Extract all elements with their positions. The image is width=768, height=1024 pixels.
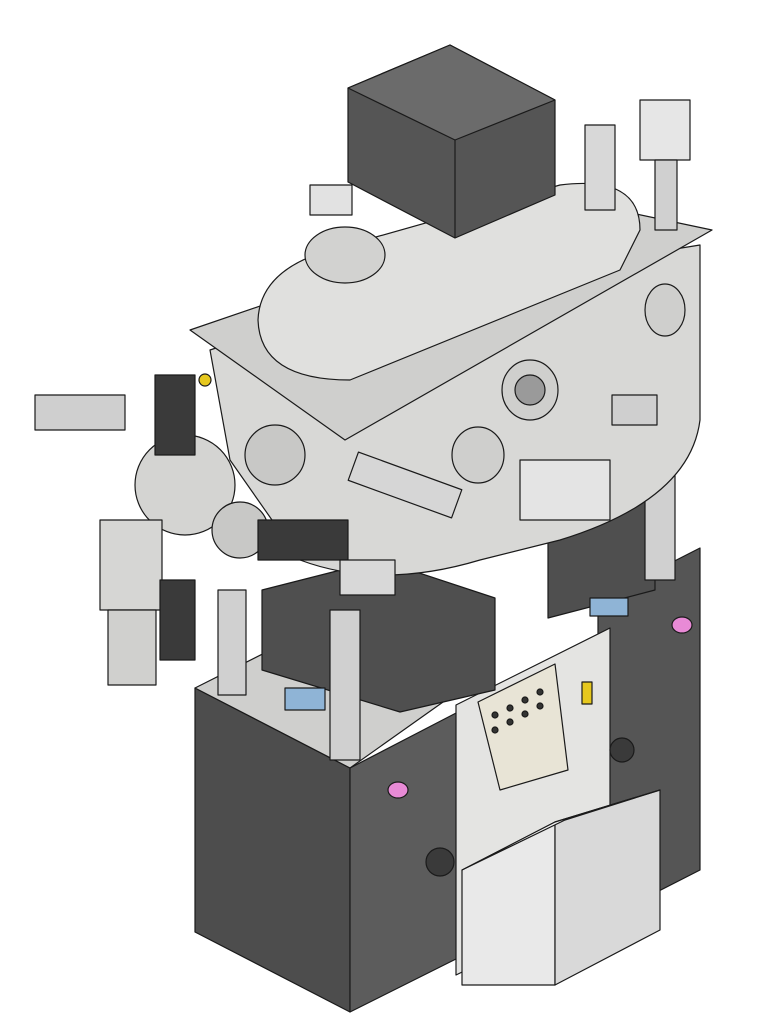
top-flange — [304, 226, 386, 284]
gate-valve — [99, 519, 163, 611]
side-flange — [451, 426, 505, 484]
status-indicator-icon — [581, 681, 593, 705]
linear-actuator — [154, 374, 196, 456]
blue-bracket — [284, 687, 326, 711]
control-box — [477, 663, 569, 791]
side-box — [309, 184, 353, 216]
side-flange — [644, 283, 686, 337]
lifting-ring-icon — [671, 616, 693, 634]
lifting-ring-icon — [387, 781, 409, 799]
chamber-dome — [257, 182, 641, 381]
port-hole — [609, 737, 635, 763]
blue-bracket — [589, 597, 629, 617]
lower-cover-box-side — [554, 789, 661, 986]
support-pillar — [217, 589, 247, 696]
port-hole — [425, 847, 455, 877]
lower-cover-box-top — [461, 789, 661, 871]
valve-actuator — [639, 99, 691, 161]
gauge — [584, 124, 616, 211]
support-pillar — [329, 609, 361, 761]
